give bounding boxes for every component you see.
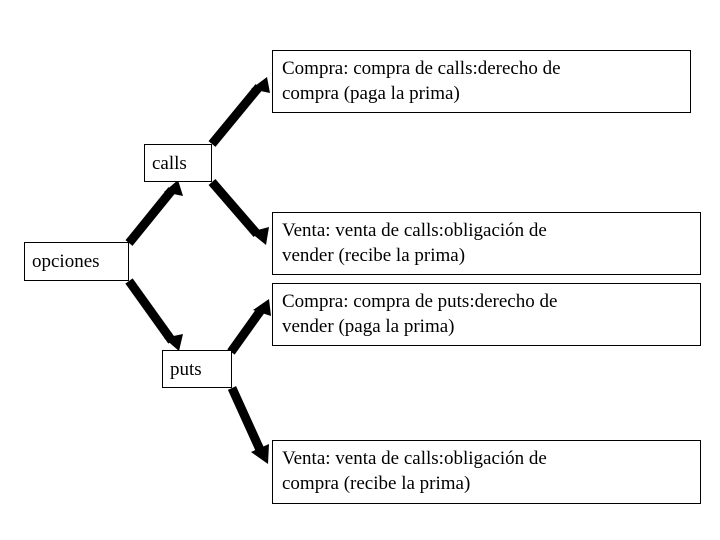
textbox-compra-puts-line1: Compra: compra de puts:derecho de: [282, 291, 558, 312]
textbox-venta-puts[interactable]: Venta: venta de calls:obligación de comp…: [272, 440, 701, 504]
node-opciones-label: opciones: [32, 251, 100, 272]
edge-opciones-to-calls: [125, 180, 183, 246]
edge-calls-to-venta-calls: [208, 179, 269, 245]
textbox-venta-puts-line1: Venta: venta de calls:obligación de: [282, 448, 547, 469]
textbox-compra-calls-line2: compra (paga la prima): [282, 83, 460, 104]
node-calls-label: calls: [152, 152, 187, 174]
textbox-compra-calls-line1: Compra: compra de calls:derecho de: [282, 58, 561, 79]
node-opciones[interactable]: opciones: [24, 242, 129, 281]
textbox-venta-calls-line1: Venta: venta de calls:obligación de: [282, 220, 547, 241]
textbox-venta-puts-line2: compra (recibe la prima): [282, 473, 471, 494]
textbox-venta-calls-line2: vender (recibe la prima): [282, 245, 466, 266]
textbox-venta-calls[interactable]: Venta: venta de calls:obligación de vend…: [272, 212, 701, 275]
node-puts[interactable]: puts: [162, 350, 232, 388]
edge-puts-to-compra-puts: [227, 299, 271, 355]
edge-puts-to-venta-puts: [227, 386, 269, 464]
edge-opciones-to-puts: [125, 278, 183, 351]
node-puts-label: puts: [170, 358, 202, 380]
textbox-compra-calls[interactable]: Compra: compra de calls:derecho de compr…: [272, 50, 691, 113]
textbox-compra-puts[interactable]: Compra: compra de puts:derecho de vender…: [272, 283, 701, 346]
textbox-compra-puts-line2: vender (paga la prima): [282, 316, 455, 337]
edge-calls-to-compra-calls: [208, 77, 270, 147]
node-calls[interactable]: calls: [144, 144, 212, 182]
